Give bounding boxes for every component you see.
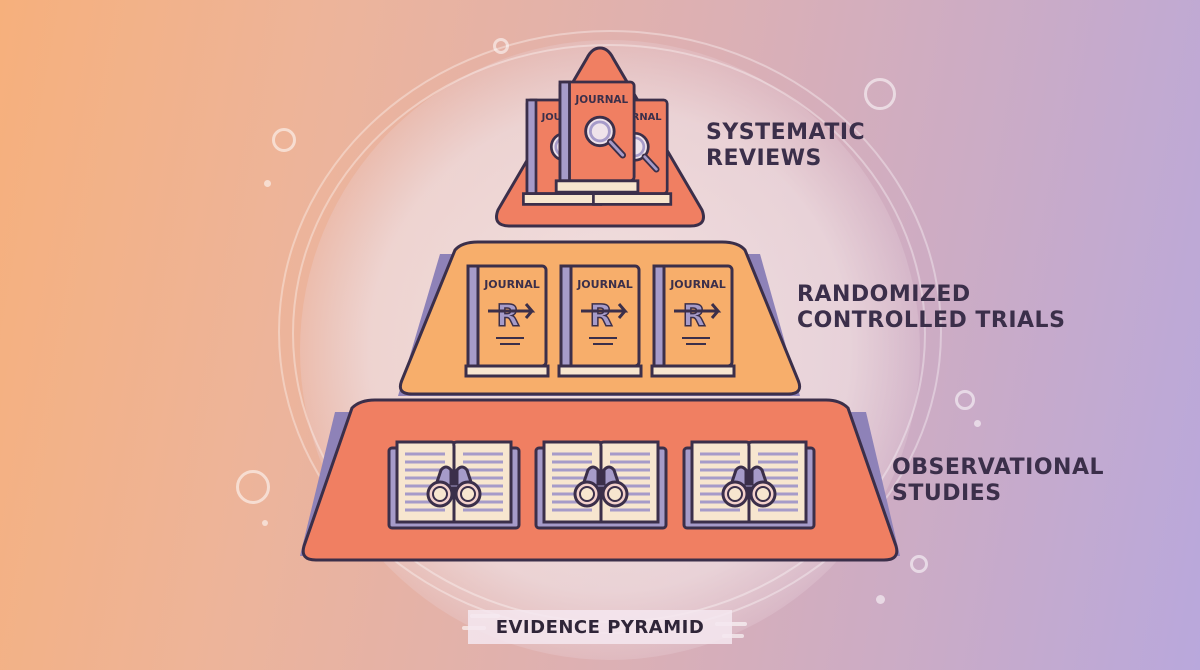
label-observational-studies: OBSERVATIONAL STUDIES (892, 455, 1104, 507)
label-line: STUDIES (892, 481, 1002, 506)
bubble-icon (236, 470, 270, 504)
bubble-icon (864, 78, 896, 110)
dot-icon (876, 595, 885, 604)
bubble-icon (272, 128, 296, 152)
journal-r-arrow-icon (650, 264, 736, 378)
journal-r-arrow-icon (557, 264, 643, 378)
label-line: RANDOMIZED (797, 282, 971, 307)
label-randomized-controlled-trials: RANDOMIZED CONTROLLED TRIALS (797, 282, 1065, 334)
dot-icon (262, 520, 268, 526)
diagram-title: EVIDENCE PYRAMID (468, 610, 732, 644)
label-systematic-reviews: SYSTEMATIC REVIEWS (706, 120, 865, 172)
streak-decoration (722, 634, 744, 638)
journal-r-arrow-icon (464, 264, 550, 378)
label-line: CONTROLLED TRIALS (797, 308, 1066, 333)
bubble-icon (955, 390, 975, 410)
bubble-icon (493, 38, 509, 54)
dot-icon (974, 420, 981, 427)
open-book-binoculars-icon (534, 440, 668, 530)
label-line: SYSTEMATIC (706, 120, 866, 145)
bubble-icon (910, 555, 928, 573)
label-line: REVIEWS (706, 146, 822, 171)
open-book-binoculars-icon (682, 440, 816, 530)
open-book-binoculars-icon (387, 440, 521, 530)
journal-magnifier-icon (556, 82, 638, 192)
label-line: OBSERVATIONAL (892, 455, 1104, 480)
dot-icon (264, 180, 271, 187)
